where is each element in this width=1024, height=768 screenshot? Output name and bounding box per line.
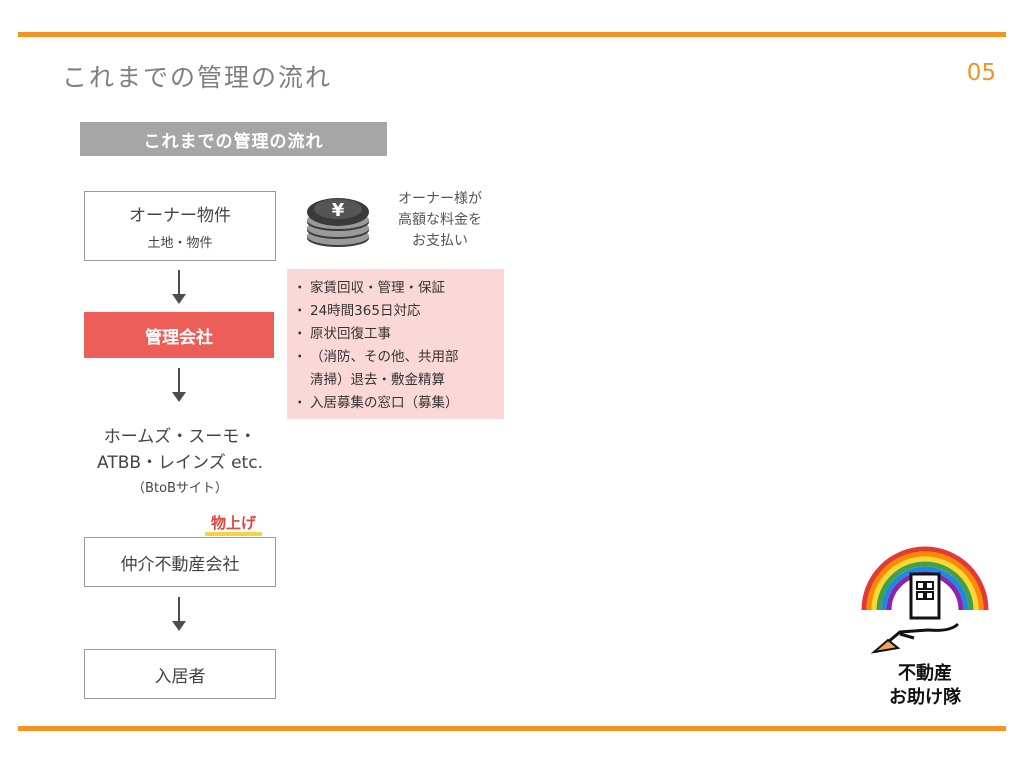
page-number: 05 — [966, 60, 996, 86]
yen-coin-stack-icon: ¥ — [307, 198, 369, 247]
services-item: 清掃）退去・敷金精算 — [310, 372, 445, 388]
top-orange-rule — [18, 32, 1006, 37]
section-banner: これまでの管理の流れ — [80, 122, 387, 156]
down-arrow-icon — [172, 270, 186, 304]
down-arrow-icon — [172, 368, 186, 402]
logo-text-line2: お助け隊 — [889, 687, 961, 708]
services-item: ・24時間365日対応 — [293, 303, 421, 319]
down-arrow-icon — [172, 597, 186, 631]
management-company-box: 管理会社 — [84, 312, 274, 358]
highlight-label: 物上げ — [203, 512, 264, 536]
rainbow-house-hand-logo-icon — [861, 546, 989, 654]
portal-sites-text: ホームズ・スーモ・ ATBB・レインズ etc. （BtoBサイト） — [60, 424, 300, 502]
services-item: ・原状回復工事 — [293, 326, 391, 342]
owner-note-line1: オーナー様が — [398, 191, 482, 207]
portal-sites-line1: ホームズ・スーモ・ — [103, 427, 257, 447]
owner-property-title: オーナー物件 — [129, 206, 231, 226]
logo-text: 不動産 お助け隊 — [858, 662, 992, 710]
resident-box: 入居者 — [84, 649, 276, 699]
logo-text-line1: 不動産 — [898, 663, 952, 684]
management-company-title: 管理会社 — [145, 327, 213, 348]
owner-property-box: オーナー物件 土地・物件 — [84, 191, 276, 261]
portal-sites-line2: ATBB・レインズ etc. — [97, 453, 263, 473]
services-list-box: ・家賃回収・管理・保証 ・24時間365日対応 ・原状回復工事 ・（消防、その他… — [287, 269, 504, 419]
owner-note-line2: 高額な料金を — [398, 212, 482, 228]
portal-sites-line3: （BtoBサイト） — [132, 481, 228, 496]
owner-payment-note: オーナー様が 高額な料金を お支払い — [380, 189, 500, 252]
owner-property-subtitle: 土地・物件 — [147, 236, 213, 251]
services-item: ・家賃回収・管理・保証 — [293, 280, 445, 296]
page-title: これまでの管理の流れ — [62, 63, 333, 92]
agency-title: 仲介不動産会社 — [120, 554, 240, 575]
bottom-orange-rule — [18, 726, 1006, 731]
owner-note-line3: お支払い — [412, 233, 468, 249]
yen-symbol: ¥ — [332, 200, 345, 221]
services-item: ・入居募集の窓口（募集） — [293, 395, 459, 411]
services-item: ・（消防、その他、共用部 — [293, 349, 459, 365]
agency-box: 仲介不動産会社 — [84, 537, 276, 587]
resident-title: 入居者 — [154, 666, 206, 687]
